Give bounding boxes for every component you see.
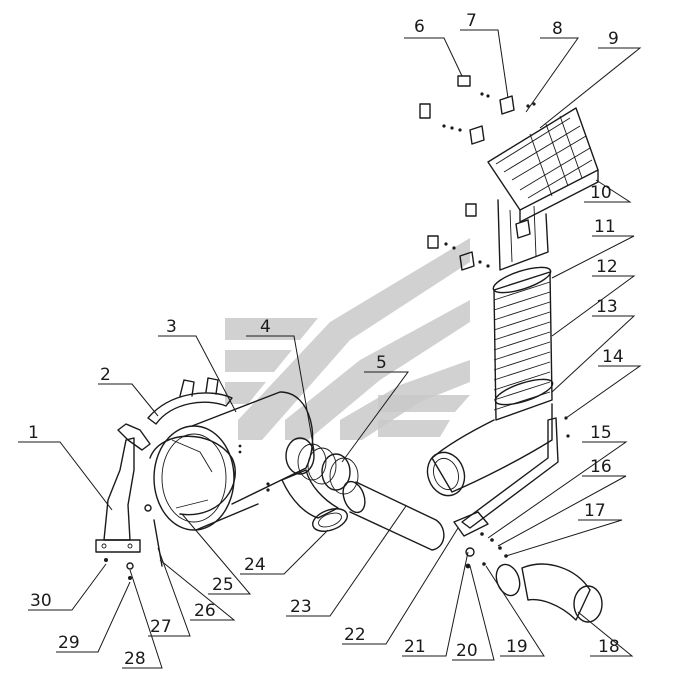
callout-29: 29 xyxy=(58,633,80,653)
callout-16: 16 xyxy=(590,457,612,477)
callout-25: 25 xyxy=(212,575,234,595)
callout-7: 7 xyxy=(466,11,477,31)
intake-tube-part-23 xyxy=(342,480,445,551)
mount-plate-part-22 xyxy=(453,511,489,537)
callout-20: 20 xyxy=(456,641,478,661)
callout-21: 21 xyxy=(404,637,426,657)
intake-stack-pipe xyxy=(497,199,549,271)
callout-labels: 1 2 3 4 5 6 7 8 9 10 11 12 13 14 15 16 1… xyxy=(28,11,624,669)
hose-clamp-part-11 xyxy=(492,266,552,294)
callout-17: 17 xyxy=(584,501,606,521)
callout-30: 30 xyxy=(30,591,52,611)
elbow-hose-part-24 xyxy=(281,469,348,532)
clamp-band-part-25 xyxy=(149,435,236,516)
bracket-part-1 xyxy=(95,423,151,553)
callout-12: 12 xyxy=(596,257,618,277)
callout-26: 26 xyxy=(194,601,216,621)
leader-lines xyxy=(18,29,642,669)
callout-18: 18 xyxy=(598,637,620,657)
callout-23: 23 xyxy=(290,597,312,617)
elbow-part-18 xyxy=(521,563,603,623)
coupling-part-4 xyxy=(285,437,337,485)
callout-19: 19 xyxy=(506,637,528,657)
callout-2: 2 xyxy=(100,365,111,385)
elbow-duct xyxy=(426,403,553,497)
hose-clamp-part-13 xyxy=(494,378,554,406)
callout-1: 1 xyxy=(28,423,39,443)
callout-11: 11 xyxy=(594,217,616,237)
fasteners xyxy=(104,75,570,580)
callout-27: 27 xyxy=(150,617,172,637)
air-filter-housing-part-3 xyxy=(153,391,314,531)
watermark-logo xyxy=(225,238,470,440)
support-bracket-part-14 xyxy=(461,417,559,529)
callout-9: 9 xyxy=(608,29,619,49)
callout-13: 13 xyxy=(596,297,618,317)
callout-8: 8 xyxy=(552,19,563,39)
callout-15: 15 xyxy=(590,423,612,443)
ring-part-17 xyxy=(495,563,521,597)
coupling-part-5 xyxy=(321,453,359,495)
callout-24: 24 xyxy=(244,555,266,575)
bellows-hose-part-12 xyxy=(493,271,553,421)
callout-28: 28 xyxy=(124,649,146,669)
callout-14: 14 xyxy=(602,347,624,367)
callout-6: 6 xyxy=(414,17,425,37)
callout-5: 5 xyxy=(376,353,387,373)
air-intake-cap-part-10 xyxy=(487,107,599,223)
callout-4: 4 xyxy=(260,317,271,337)
mounting-band-part-2 xyxy=(147,377,233,425)
callout-10: 10 xyxy=(590,183,612,203)
callout-22: 22 xyxy=(344,625,366,645)
callout-3: 3 xyxy=(166,317,177,337)
